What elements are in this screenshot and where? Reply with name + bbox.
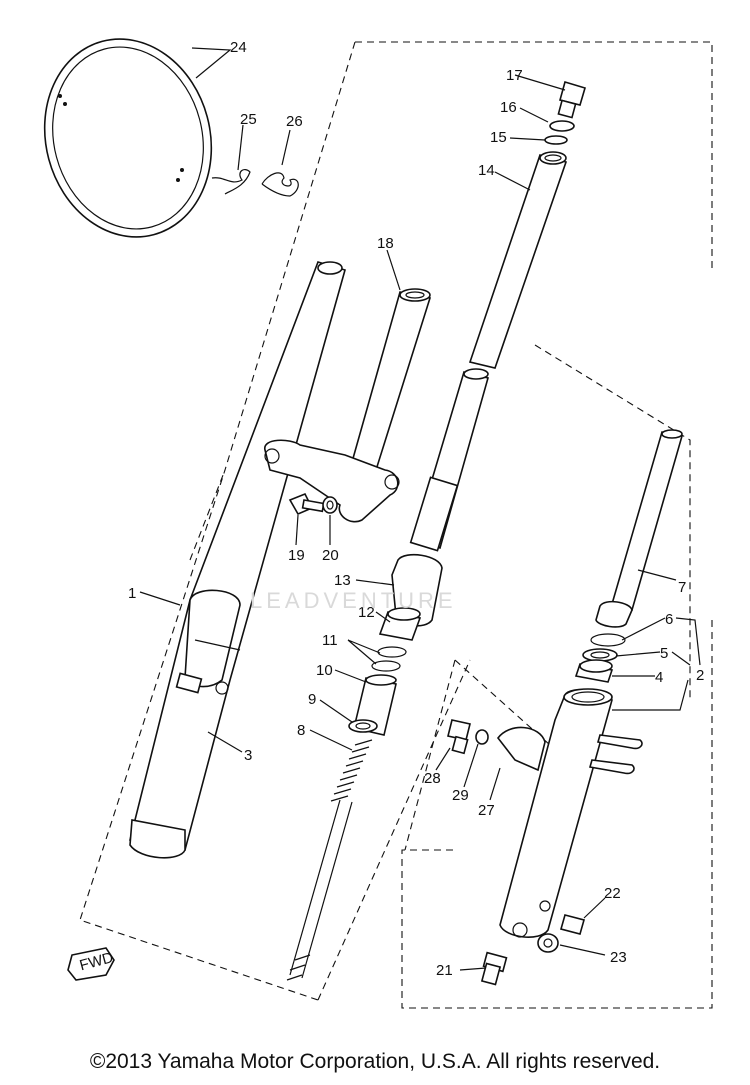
callout-2: 2 <box>696 667 704 684</box>
bushing-part-12 <box>378 607 422 641</box>
callout-21: 21 <box>436 962 453 979</box>
callout-6: 6 <box>665 611 673 628</box>
washer-part-16 <box>549 120 575 132</box>
callout-9: 9 <box>308 691 316 708</box>
outer-tube-right <box>499 688 643 938</box>
callout-28: 28 <box>424 770 441 787</box>
clip-part-25 <box>211 168 251 195</box>
group-boundary-center <box>189 469 471 1001</box>
bracket-part-27 <box>496 726 546 772</box>
bolt-part-17 <box>557 80 586 119</box>
callout-17: 17 <box>506 67 523 84</box>
group-boundary-right <box>404 344 691 851</box>
oil-seal-part-4 <box>574 659 614 683</box>
callout-18: 18 <box>377 235 394 252</box>
callout-10: 10 <box>316 662 333 679</box>
callout-5: 5 <box>660 645 668 662</box>
bolt-part-19 <box>288 492 325 516</box>
callout-14: 14 <box>478 162 495 179</box>
inner-tube-part-7 <box>595 429 684 628</box>
inner-tube-part-18 <box>264 288 432 523</box>
callout-16: 16 <box>500 99 517 116</box>
callout-15: 15 <box>490 129 507 146</box>
callout-24: 24 <box>230 39 247 56</box>
washer-part-20 <box>322 496 338 514</box>
callout-26: 26 <box>286 113 303 130</box>
callout-3: 3 <box>244 747 252 764</box>
callout-4: 4 <box>655 669 663 686</box>
callout-12: 12 <box>358 604 375 621</box>
forward-direction-arrow: FWD <box>67 947 115 981</box>
bolt-part-28 <box>447 719 471 755</box>
group-boundary-main <box>79 41 713 1009</box>
o-ring-part-15 <box>544 135 568 145</box>
callout-25: 25 <box>240 111 257 128</box>
callout-29: 29 <box>452 787 469 804</box>
callout-20: 20 <box>322 547 339 564</box>
circlip-part-11 <box>371 646 407 672</box>
callout-27: 27 <box>478 802 495 819</box>
spring-part-8 <box>286 739 373 981</box>
bolt-part-22 <box>560 914 585 935</box>
callout-8: 8 <box>297 722 305 739</box>
callout-23: 23 <box>610 949 627 966</box>
callout-13: 13 <box>334 572 351 589</box>
copyright-notice: ©2013 Yamaha Motor Corporation, U.S.A. A… <box>89 1050 661 1073</box>
spring-clip-part-26 <box>261 172 299 197</box>
callout-11: 11 <box>322 632 338 649</box>
circlip-part-6 <box>590 633 626 647</box>
callout-7: 7 <box>678 579 686 596</box>
front-fork-exploded-diagram: FWD 1 2 3 4 5 <box>43 38 713 1009</box>
leader-lines <box>139 47 701 971</box>
callout-22: 22 <box>604 885 621 902</box>
headlight-rim-part-24 <box>43 38 213 238</box>
spring-seat-part-9 <box>348 719 378 733</box>
callout-labels: 1 2 3 4 5 6 7 8 9 10 11 12 13 14 15 16 1… <box>128 39 704 979</box>
callout-19: 19 <box>288 547 305 564</box>
watermark: LEADVENTURE <box>250 588 457 613</box>
bolt-part-21 <box>480 951 508 986</box>
nut-part-23 <box>537 933 559 953</box>
fork-tube-part-14 <box>409 151 568 552</box>
callout-1: 1 <box>128 585 136 602</box>
washer-part-29 <box>475 729 489 745</box>
outer-tube-part-3 <box>129 261 346 859</box>
washer-part-5 <box>582 648 618 662</box>
